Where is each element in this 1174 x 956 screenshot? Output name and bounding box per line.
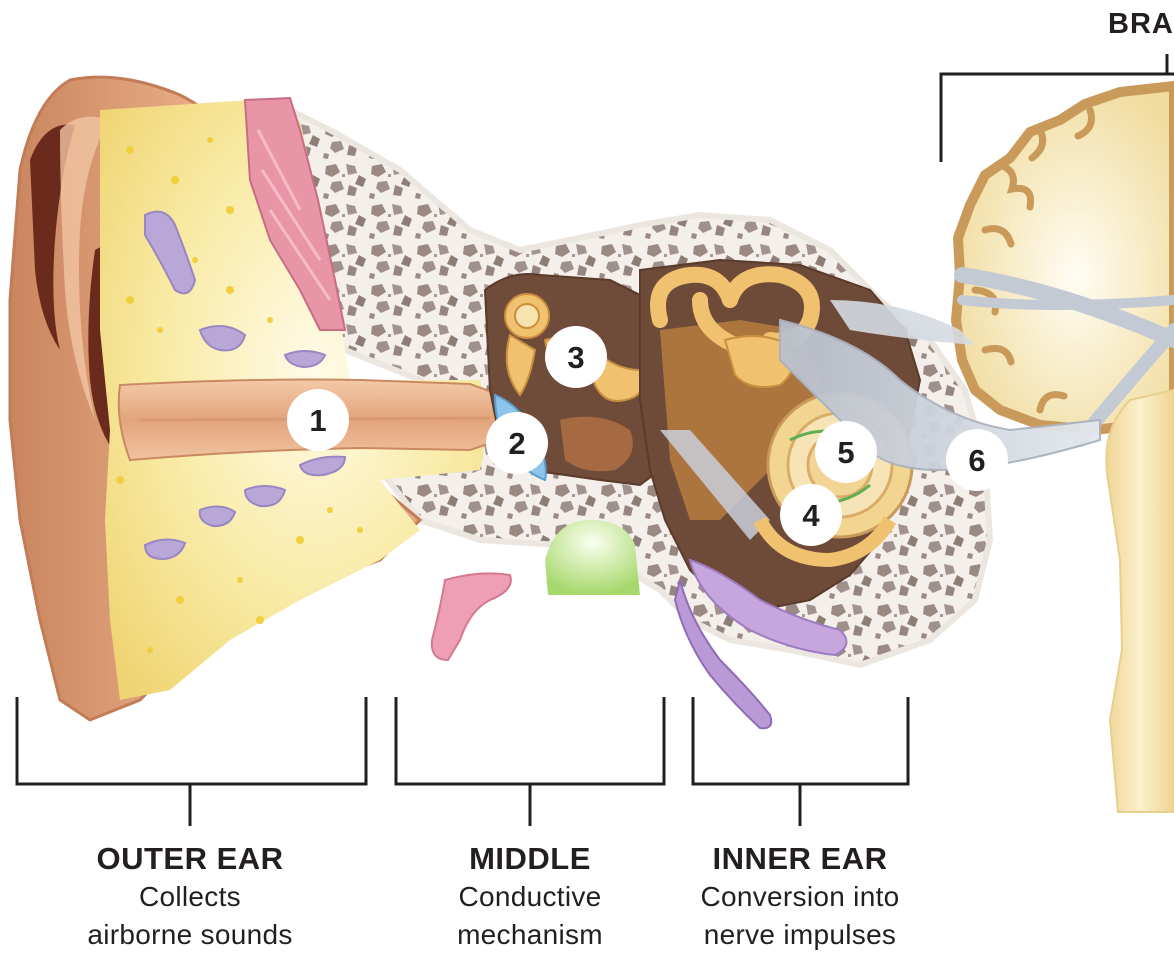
bracket-middle: [396, 697, 664, 826]
brain-hemisphere: [956, 86, 1174, 430]
bracket-inner-ear: [693, 697, 908, 826]
marker-2-label: 2: [508, 426, 525, 461]
inner-ear-desc-line2: nerve impulses: [660, 916, 940, 954]
marker-4-label: 4: [802, 498, 820, 533]
bracket-outer-ear: [17, 697, 366, 826]
marker-6: 6: [946, 429, 1008, 491]
inner-ear-desc-line1: Conversion into: [660, 878, 940, 916]
pink-cartilage-lower: [432, 573, 511, 660]
marker-3-label: 3: [567, 340, 584, 375]
marker-1: 1: [287, 389, 349, 451]
brainstem: [1106, 390, 1174, 812]
outer-ear-caption: OUTER EAR Collects airborne sounds: [20, 840, 360, 954]
inner-ear-title: INNER EAR: [660, 840, 940, 878]
marker-1-label: 1: [309, 403, 326, 438]
outer-ear-desc-line1: Collects: [20, 878, 360, 916]
inner-ear-caption: INNER EAR Conversion into nerve impulses: [660, 840, 940, 954]
outer-ear-title: OUTER EAR: [20, 840, 360, 878]
middle-ear-title: MIDDLE: [400, 840, 660, 878]
marker-6-label: 6: [968, 443, 985, 478]
marker-4: 4: [780, 484, 842, 546]
outer-ear-desc-line2: airborne sounds: [20, 916, 360, 954]
marker-3: 3: [545, 326, 607, 388]
marker-2: 2: [486, 412, 548, 474]
marker-5-label: 5: [837, 435, 854, 470]
brain-section-title: BRA: [1108, 8, 1174, 41]
middle-ear-desc-line1: Conductive: [400, 878, 660, 916]
marker-5: 5: [815, 421, 877, 483]
middle-ear-caption: MIDDLE Conductive mechanism: [400, 840, 660, 954]
middle-ear-desc-line2: mechanism: [400, 916, 660, 954]
